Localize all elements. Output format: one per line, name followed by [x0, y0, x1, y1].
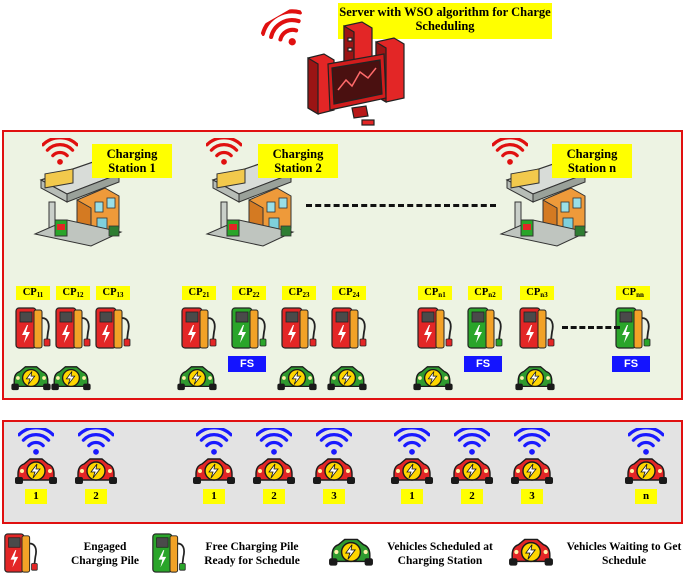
- waiting-vehicle-icon: [510, 456, 554, 486]
- scheduled-vehicle-24-icon: [326, 364, 368, 392]
- scheduled-vehicle-11-icon: [10, 364, 52, 392]
- station-1-label: Charging Station 1: [92, 144, 172, 178]
- waiting-vehicle-number: 3: [521, 489, 543, 504]
- scheduled-vehicle-n3-icon: [514, 364, 556, 392]
- waiting-vehicle-number: 1: [203, 489, 225, 504]
- legend-scheduled-text: Vehicles Scheduled at Charging Station: [387, 541, 493, 567]
- pile-ellipsis-line: [562, 326, 620, 329]
- waiting-vehicle-wifi-icon: [256, 428, 292, 456]
- pile-label-21: CP21: [182, 286, 216, 300]
- waiting-vehicle-icon: [192, 456, 236, 486]
- pile-label-n3: CPn3: [520, 286, 554, 300]
- waiting-vehicle-number: n: [635, 489, 657, 504]
- pile-label-24: CP24: [332, 286, 366, 300]
- pile-label-n2: CPn2: [468, 286, 502, 300]
- waiting-vehicle-wifi-icon: [196, 428, 232, 456]
- pile-label-12: CP12: [56, 286, 90, 300]
- charging-pile-12-icon: [54, 306, 94, 350]
- pile-label-nn: CPnn: [616, 286, 650, 300]
- waiting-vehicle-number: 3: [323, 489, 345, 504]
- scheduled-vehicle-n1-icon: [412, 364, 454, 392]
- scheduled-vehicle-23-icon: [276, 364, 318, 392]
- pile-label-n1: CPn1: [418, 286, 452, 300]
- scheduled-vehicle-12-icon: [50, 364, 92, 392]
- waiting-vehicle-icon: [390, 456, 434, 486]
- waiting-vehicle-wifi-icon: [316, 428, 352, 456]
- charging-pile-13-icon: [94, 306, 134, 350]
- waiting-vehicle-wifi-icon: [18, 428, 54, 456]
- waiting-vehicle-wifi-icon: [628, 428, 664, 456]
- legend-engaged-text: Engaged Charging Pile: [70, 541, 140, 567]
- charging-pile-24-icon: [330, 306, 370, 350]
- pile-label-22: CP22: [232, 286, 266, 300]
- free-slot-badge-22: FS: [228, 356, 266, 372]
- waiting-vehicle-number: 1: [401, 489, 423, 504]
- legend-free-pile-icon: [150, 532, 190, 574]
- station-n-label: Charging Station n: [552, 144, 632, 178]
- charging-pile-n3-icon: [518, 306, 558, 350]
- waiting-vehicle-number: 1: [25, 489, 47, 504]
- waiting-vehicle-number: 2: [461, 489, 483, 504]
- station-2-label: Charging Station 2: [258, 144, 338, 178]
- charging-pile-11-icon: [14, 306, 54, 350]
- charging-pile-22-icon: [230, 306, 270, 350]
- waiting-vehicle-icon: [312, 456, 356, 486]
- charging-pile-nn-icon: [614, 306, 654, 350]
- waiting-vehicle-wifi-icon: [454, 428, 490, 456]
- scheduled-vehicle-21-icon: [176, 364, 218, 392]
- pile-label-11: CP11: [16, 286, 50, 300]
- legend-engaged-pile-icon: [2, 532, 42, 574]
- waiting-vehicle-wifi-icon: [394, 428, 430, 456]
- charging-pile-n1-icon: [416, 306, 456, 350]
- legend-waiting-text: Vehicles Waiting to Get Schedule: [566, 541, 682, 567]
- charging-pile-23-icon: [280, 306, 320, 350]
- waiting-vehicle-icon: [450, 456, 494, 486]
- waiting-vehicle-icon: [624, 456, 668, 486]
- charging-pile-21-icon: [180, 306, 220, 350]
- waiting-vehicle-wifi-icon: [78, 428, 114, 456]
- server-label: Server with WSO algorithm for Charge Sch…: [338, 3, 552, 39]
- waiting-vehicle-icon: [14, 456, 58, 486]
- legend-scheduled-vehicle-icon: [328, 536, 374, 568]
- pile-label-23: CP23: [282, 286, 316, 300]
- waiting-vehicle-wifi-icon: [514, 428, 550, 456]
- server-icon: [307, 21, 405, 126]
- free-slot-badge-n2: FS: [464, 356, 502, 372]
- legend-free-text: Free Charging Pile Ready for Schedule: [204, 541, 300, 567]
- waiting-vehicle-icon: [74, 456, 118, 486]
- pile-label-13: CP13: [96, 286, 130, 300]
- legend-waiting-vehicle-icon: [508, 536, 554, 568]
- waiting-vehicle-icon: [252, 456, 296, 486]
- station-ellipsis-line: [306, 204, 496, 207]
- waiting-vehicle-number: 2: [263, 489, 285, 504]
- free-slot-badge-nn: FS: [612, 356, 650, 372]
- waiting-vehicle-number: 2: [85, 489, 107, 504]
- charging-pile-n2-icon: [466, 306, 506, 350]
